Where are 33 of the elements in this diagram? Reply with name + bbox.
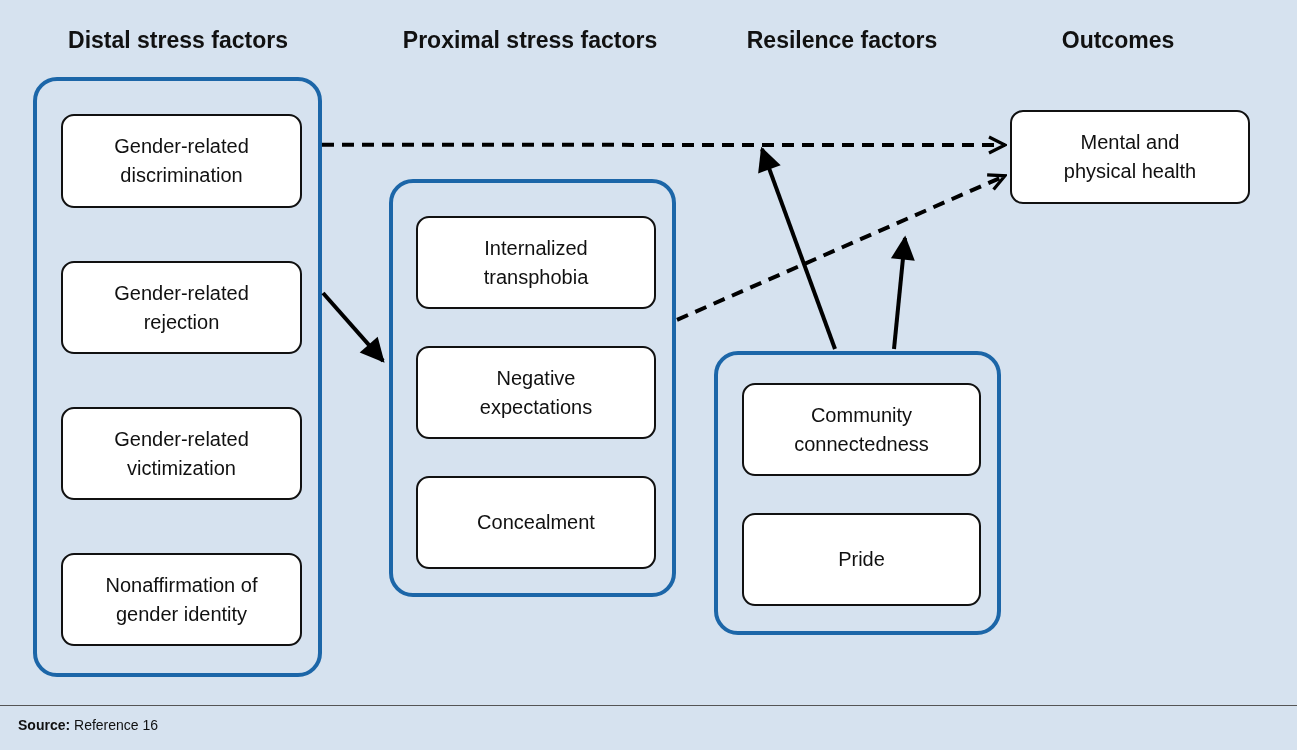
factor-box — [1010, 110, 1250, 204]
group-box — [33, 77, 322, 677]
factor-box — [61, 553, 302, 646]
box-text: Mental and physical health — [1062, 130, 1198, 184]
factor-box — [742, 383, 981, 476]
factor-box — [61, 407, 302, 500]
box-text: Pride — [838, 547, 885, 572]
column-heading: Resilence factors — [746, 27, 938, 54]
box-text: Concealment — [477, 510, 595, 535]
arrow — [890, 235, 915, 350]
arrow — [321, 291, 385, 363]
factor-box — [742, 513, 981, 606]
source-note: Source: Reference 16 — [18, 717, 159, 733]
box-text: Gender-related rejection — [113, 280, 250, 335]
column-heading: Proximal stress factors — [402, 27, 658, 54]
column-heading: Outcomes — [1061, 27, 1175, 54]
dashed-arrow — [322, 135, 1007, 155]
box-text: Nonaffirmation of gender identity — [104, 572, 259, 627]
box-text: Internalized transphobia — [482, 235, 590, 290]
box-text: Gender-related discrimination — [113, 134, 250, 188]
factor-box — [416, 476, 656, 569]
factor-box — [61, 261, 302, 354]
factor-box — [416, 346, 656, 439]
column-heading: Distal stress factors — [68, 27, 288, 54]
dashed-arrow — [676, 173, 1007, 322]
box-text: Gender-related victimization — [113, 426, 250, 481]
box-text: Negative expectations — [478, 365, 594, 420]
factor-box — [61, 114, 302, 208]
factor-box — [416, 216, 656, 309]
group-box — [714, 351, 1001, 635]
group-box — [389, 179, 676, 597]
arrow — [758, 146, 837, 350]
box-text: Community connectedness — [793, 402, 930, 457]
